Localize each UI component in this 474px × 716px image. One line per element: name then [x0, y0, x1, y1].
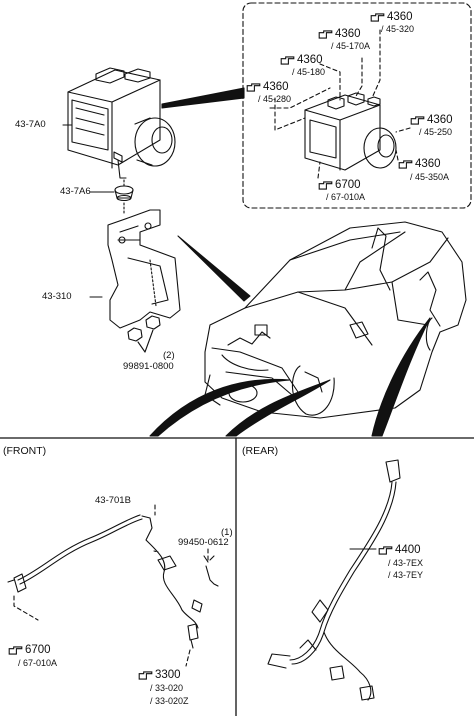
pointing-hand-icon	[280, 56, 295, 65]
label-bolt: 99891-0800	[123, 361, 174, 372]
pointing-hand-icon	[410, 116, 425, 125]
ref-4360-45-180[interactable]: 4360	[280, 53, 323, 69]
ref-sub: / 45-280	[258, 94, 292, 104]
ref-code: 4360	[415, 158, 441, 171]
ref-sub: / 43-7EY	[388, 570, 424, 580]
pointing-hand-icon	[8, 646, 23, 655]
ref-sub: / 33-020	[150, 683, 184, 693]
ref-sub: / 45-350A	[410, 172, 450, 182]
ref-code: 4360	[387, 11, 413, 24]
abs-hydraulic-unit	[67, 67, 176, 179]
ref-code: 4360	[427, 114, 453, 127]
ref-3300[interactable]: 3300	[138, 668, 181, 684]
pointing-hand-icon	[378, 546, 393, 555]
pointing-hand-icon	[398, 160, 413, 169]
ref-code: 4400	[395, 544, 421, 557]
ref-sub: / 45-320	[381, 24, 415, 34]
grommet	[114, 179, 134, 216]
ref-sub: / 67-010A	[326, 192, 366, 202]
ref-code: 4360	[335, 28, 361, 41]
ref-code: 4360	[297, 54, 323, 67]
label-front-bolt: 99450-0612	[178, 537, 229, 548]
ref-4360-45-350A[interactable]: 4360	[398, 157, 441, 173]
nuts	[127, 315, 161, 353]
section-front: (FRONT)	[3, 445, 47, 457]
ref-6700-67-010A-inset[interactable]: 6700	[318, 178, 361, 194]
bracket	[107, 209, 181, 329]
label-front-bolt-qty: (1)	[221, 527, 233, 538]
front-harness	[7, 514, 219, 649]
ref-4360-45-170A[interactable]: 4360	[318, 27, 361, 43]
section-rear: (REAR)	[242, 445, 279, 457]
ref-sub: / 67-010A	[18, 658, 58, 668]
ref-sub: / 45-170A	[331, 41, 371, 51]
ref-4400[interactable]: 4400	[378, 543, 421, 559]
ref-code: 6700	[25, 644, 51, 657]
pointing-hand-icon	[318, 181, 333, 190]
ref-4360-45-320[interactable]: 4360	[370, 10, 413, 26]
ref-code: 3300	[155, 669, 181, 682]
ref-6700-67-010A-front[interactable]: 6700	[8, 643, 51, 659]
inset-frame	[242, 2, 472, 209]
label-abs-unit: 43-7A0	[15, 119, 46, 130]
pointing-hand-icon	[318, 30, 333, 39]
pointing-hand-icon	[138, 671, 153, 680]
ref-code: 6700	[335, 179, 361, 192]
label-grommet: 43-7A6	[60, 186, 91, 197]
pointing-hand-icon	[370, 13, 385, 22]
ref-code: 4360	[263, 81, 289, 94]
ref-4360-45-280[interactable]: 4360	[246, 80, 289, 96]
label-bracket: 43-310	[42, 291, 72, 302]
rear-harness	[267, 459, 401, 701]
car	[204, 221, 467, 419]
label-bolt-qty: (2)	[163, 350, 175, 361]
inset-abs-unit	[304, 92, 397, 171]
ref-sub: / 45-250	[419, 127, 453, 137]
ref-sub: / 43-7EX	[388, 558, 424, 568]
ref-4360-45-250[interactable]: 4360	[410, 113, 453, 129]
ref-sub: / 45-180	[292, 67, 326, 77]
label-front-harness: 43-701B	[95, 495, 131, 506]
ref-sub: / 33-020Z	[150, 696, 189, 706]
pointing-hand-icon	[246, 83, 261, 92]
